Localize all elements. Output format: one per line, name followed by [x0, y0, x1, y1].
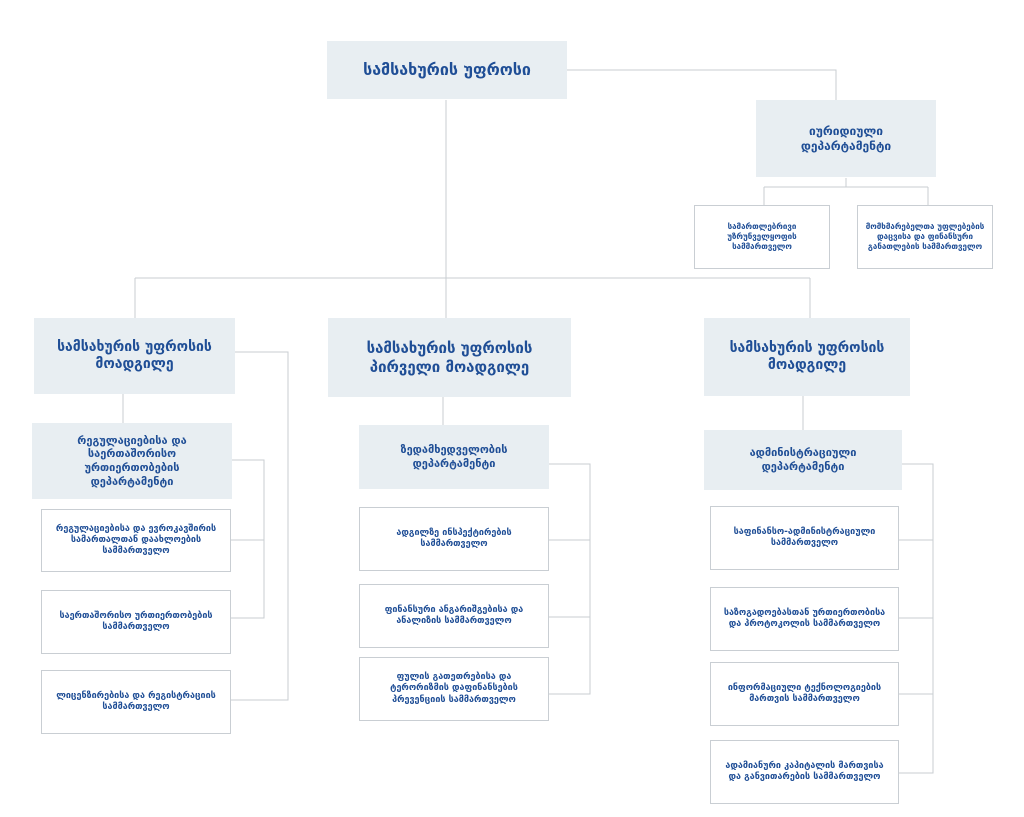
deputy-left-department-title: რეგულაციებისა და საერთაშორისო ურთიერთობე… [77, 433, 187, 488]
unit-label: საზოგადოებასთან ურთიერთობისა და პროტოკოლ… [723, 607, 886, 629]
unit-label: ადამიანური კაპიტალის მართვისა და განვითა… [725, 760, 884, 782]
legal-department-box: იურიდიული დეპარტამენტი [756, 100, 936, 177]
head-box: სამსახურის უფროსი [327, 41, 567, 99]
unit-box: ფულის გათეთრებისა და ტერორიზმის დაფინანს… [359, 657, 549, 721]
head-title: სამსახურის უფროსი [363, 60, 531, 79]
unit-label: ფინანსური ანგარიშგებისა და ანალიზის სამმ… [384, 604, 524, 626]
unit-box: ფინანსური ანგარიშგებისა და ანალიზის სამმ… [359, 584, 549, 648]
deputy-first-title: სამსახურის უფროსის პირველი მოადგილე [366, 338, 533, 376]
legal-unit-label: სამართლებრივი უზრუნველყოფის სამმართველო [727, 222, 797, 251]
deputy-left-title: სამსახურის უფროსის მოადგილე [57, 338, 212, 373]
unit-box: საერთაშორისო ურთიერთობების სამმართველო [41, 590, 231, 654]
unit-box: საფინანსო-ადმინისტრაციული სამმართველო [710, 506, 899, 570]
unit-label: ინფორმაციული ტექნოლოგიების მართვის სამმა… [727, 682, 882, 704]
deputy-first-box: სამსახურის უფროსის პირველი მოადგილე [328, 318, 571, 397]
deputy-right-department-title: ადმინისტრაციული დეპარტამენტი [749, 446, 857, 473]
unit-box: საზოგადოებასთან ურთიერთობისა და პროტოკოლ… [710, 587, 899, 651]
deputy-right-box: სამსახურის უფროსის მოადგილე [704, 318, 910, 396]
unit-box: ლიცენზირებისა და რეგისტრაციის სამმართველ… [41, 670, 231, 734]
deputy-first-department-title: ზედამხედველობის დეპარტამენტი [400, 443, 508, 470]
deputy-first-department-box: ზედამხედველობის დეპარტამენტი [359, 425, 549, 489]
legal-department-title: იურიდიული დეპარტამენტი [800, 123, 892, 153]
deputy-left-box: სამსახურის უფროსის მოადგილე [34, 318, 235, 394]
legal-unit-label: მომხმარებელთა უფლებების დაცვისა და ფინან… [865, 222, 985, 251]
unit-label: ადგილზე ინსპექტირების სამმართველო [396, 527, 512, 549]
unit-label: ფულის გათეთრებისა და ტერორიზმის დაფინანს… [390, 672, 518, 705]
unit-label: საფინანსო-ადმინისტრაციული სამმართველო [733, 526, 876, 548]
unit-box: ადგილზე ინსპექტირების სამმართველო [359, 507, 549, 571]
unit-label: რეგულაციებისა და ევროკავშირის სამართალთა… [55, 523, 217, 557]
unit-box: რეგულაციებისა და ევროკავშირის სამართალთა… [41, 509, 231, 572]
legal-unit-box: სამართლებრივი უზრუნველყოფის სამმართველო [694, 205, 830, 269]
unit-label: ლიცენზირებისა და რეგისტრაციის სამმართველ… [56, 690, 216, 712]
unit-box: ინფორმაციული ტექნოლოგიების მართვის სამმა… [710, 662, 899, 726]
unit-label: საერთაშორისო ურთიერთობების სამმართველო [59, 610, 213, 632]
deputy-right-department-box: ადმინისტრაციული დეპარტამენტი [704, 430, 902, 490]
deputy-left-department-box: რეგულაციებისა და საერთაშორისო ურთიერთობე… [32, 423, 232, 499]
deputy-right-title: სამსახურის უფროსის მოადგილე [729, 339, 885, 374]
unit-box: ადამიანური კაპიტალის მართვისა და განვითა… [710, 740, 899, 804]
legal-unit-box: მომხმარებელთა უფლებების დაცვისა და ფინან… [857, 205, 993, 269]
